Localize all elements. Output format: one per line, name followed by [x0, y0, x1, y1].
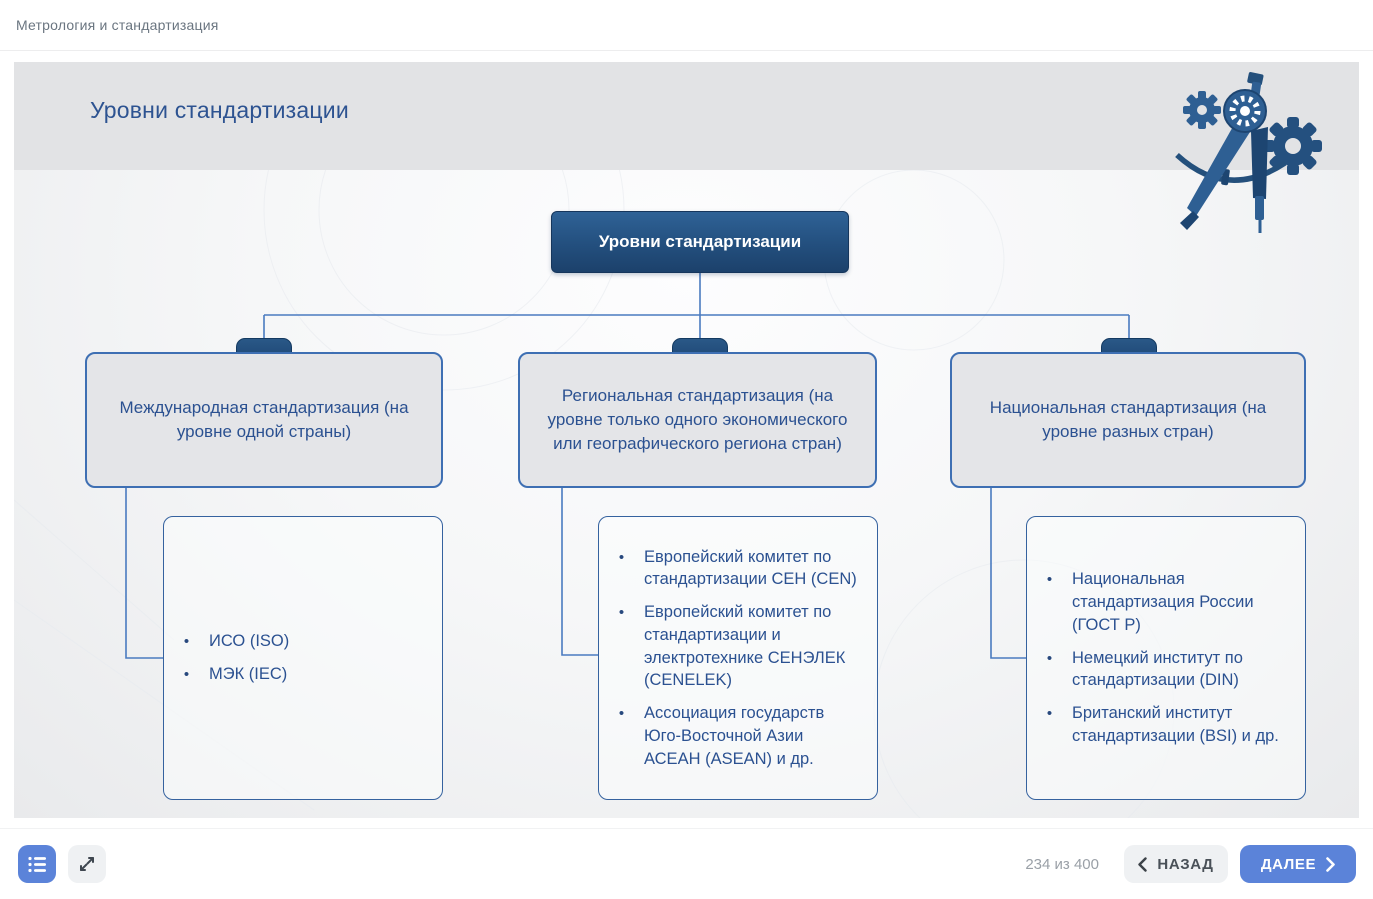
list-item-text: Ассоциация государств Юго-Восточной Азии… — [644, 704, 825, 768]
fullscreen-button[interactable] — [68, 845, 106, 883]
bullet-icon: • — [183, 666, 190, 683]
bullet-icon: • — [1046, 705, 1053, 723]
next-button[interactable]: ДАЛЕЕ — [1240, 845, 1356, 883]
bottom-bar: 234 из 400 НАЗАД ДАЛЕЕ — [0, 828, 1373, 899]
top-bar: Метрология и стандартизация — [0, 0, 1373, 51]
list-box-international: • ИСО (ISO) • МЭК (IEC) — [163, 516, 443, 800]
list-item-text: Национальная стандартизация России (ГОСТ… — [1072, 570, 1254, 634]
branch-box-national: Национальная стандартизация (на уровне р… — [950, 352, 1306, 488]
list-item: • Европейский комитет по стандартизации С… — [599, 546, 863, 592]
slide: Уровни стандартизации — [14, 62, 1359, 818]
back-button[interactable]: НАЗАД — [1124, 845, 1228, 883]
course-title: Метрология и стандартизация — [16, 17, 219, 33]
next-button-label: ДАЛЕЕ — [1260, 855, 1317, 873]
menu-button[interactable] — [18, 845, 56, 883]
branch-box-regional: Региональная стандартизация (на уровне т… — [518, 352, 877, 488]
list-item-text: ИСО (ISO) — [209, 631, 290, 650]
bullet-icon: • — [618, 548, 625, 566]
gear-small-icon — [1183, 91, 1221, 129]
branch-box-international: Международная стандартизация (на уровне … — [85, 352, 443, 488]
chevron-left-icon — [1138, 856, 1148, 872]
list-item-text: Европейский комитет по стандартизации и … — [644, 603, 846, 690]
compass-gears-illustration — [1175, 72, 1322, 233]
bullet-list: • Национальная стандартизация России (ГОС… — [1027, 568, 1291, 747]
slide-title: Уровни стандартизации — [90, 96, 349, 123]
bullet-icon: • — [618, 705, 625, 723]
footer-right-controls: 234 из 400 НАЗАД ДАЛЕЕ — [1025, 845, 1356, 883]
list-item: • Немецкий институт по стандартизации (DI… — [1027, 647, 1291, 693]
list-item: • МЭК (IEC) — [164, 663, 428, 686]
list-box-regional: • Европейский комитет по стандартизации С… — [598, 516, 878, 800]
footer-left-controls — [18, 845, 106, 883]
bullet-list: • Европейский комитет по стандартизации С… — [599, 546, 863, 771]
list-item-text: Европейский комитет по стандартизации СЕ… — [644, 547, 857, 589]
chevron-right-icon — [1326, 856, 1335, 872]
list-item: • ИСО (ISO) — [164, 630, 428, 653]
list-item-text: МЭК (IEC) — [209, 665, 288, 683]
list-box-national: • Национальная стандартизация России (ГОС… — [1026, 516, 1306, 800]
back-button-label: НАЗАД — [1157, 855, 1214, 873]
list-item-text: Немецкий институт по стандартизации (DIN… — [1072, 648, 1243, 690]
expand-icon — [80, 857, 94, 871]
list-item-text: Британский институт стандартизации (BSI)… — [1072, 704, 1279, 745]
bullet-list: • ИСО (ISO) • МЭК (IEC) — [164, 630, 428, 687]
slide-title-band: Уровни стандартизации — [14, 62, 1359, 170]
list-item: • Европейский комитет по стандартизации и… — [599, 601, 863, 692]
compass-icon — [1175, 72, 1287, 233]
bullet-icon: • — [1046, 571, 1053, 589]
list-item: • Национальная стандартизация России (ГОС… — [1027, 568, 1291, 636]
list-menu-icon — [27, 856, 46, 872]
list-item: • Ассоциация государств Юго-Восточной Ази… — [599, 702, 863, 770]
diagram-root-box: Уровни стандартизации — [551, 211, 849, 273]
diagram: Уровни стандартизации Международная стан… — [14, 170, 1359, 818]
page-indicator: 234 из 400 — [1025, 855, 1099, 873]
bullet-icon: • — [618, 604, 625, 622]
list-item: • Британский институт стандартизации (BSI… — [1027, 702, 1291, 748]
gear-large-icon — [1264, 117, 1322, 175]
bullet-icon: • — [1046, 649, 1053, 667]
bullet-icon: • — [183, 632, 190, 650]
